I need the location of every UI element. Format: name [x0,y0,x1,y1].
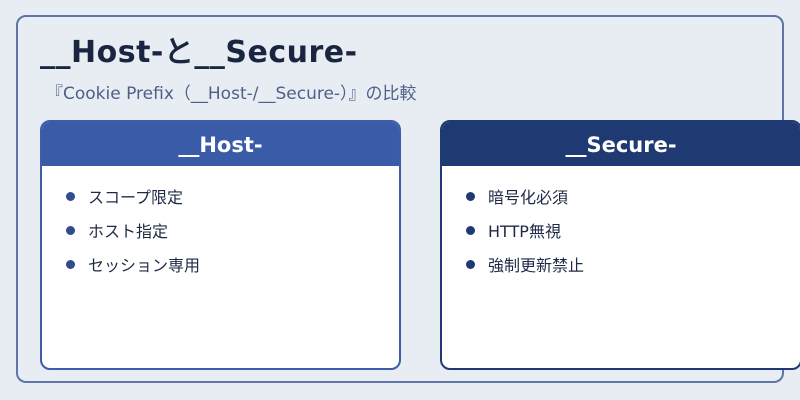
list-item-label: セッション専用 [88,256,201,275]
list-item-label: スコープ限定 [88,188,184,207]
list-item: HTTP無視 [466,220,800,254]
page-subtitle: 『Cookie Prefix（__Host-/__Secure-）』の比較 [46,84,417,104]
secure-feature-list: 暗号化必須 HTTP無視 強制更新禁止 [442,166,800,288]
host-prefix-card: __Host- スコープ限定 ホスト指定 セッション専用 [40,120,401,370]
bullet-icon [466,192,475,201]
bullet-icon [466,260,475,269]
bullet-icon [66,192,75,201]
list-item-label: HTTP無視 [488,222,561,241]
list-item: ホスト指定 [66,220,399,254]
secure-prefix-card: __Secure- 暗号化必須 HTTP無視 強制更新禁止 [440,120,800,370]
list-item: 強制更新禁止 [466,254,800,288]
list-item-label: ホスト指定 [88,222,169,241]
list-item: 暗号化必須 [466,186,800,220]
bullet-icon [66,260,75,269]
list-item-label: 強制更新禁止 [488,256,585,275]
list-item-label: 暗号化必須 [488,188,569,207]
page-title: __Host-と__Secure- [40,35,358,70]
host-feature-list: スコープ限定 ホスト指定 セッション専用 [42,166,399,288]
list-item: セッション専用 [66,254,399,288]
secure-card-heading: __Secure- [442,122,800,166]
host-card-heading: __Host- [42,122,399,166]
bullet-icon [66,226,75,235]
bullet-icon [466,226,475,235]
list-item: スコープ限定 [66,186,399,220]
